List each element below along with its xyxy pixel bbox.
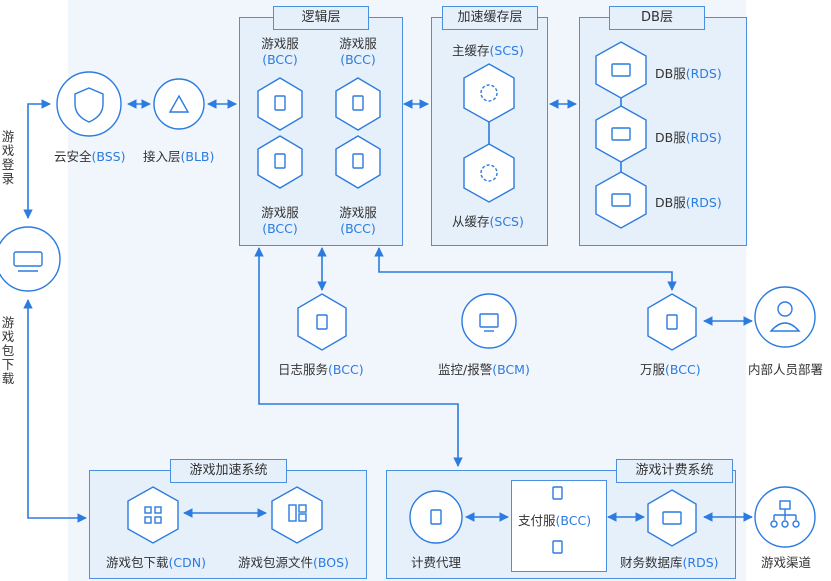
- accel-system-title: 游戏加速系统: [170, 459, 287, 483]
- monitor-label: 监控/报警(BCM): [438, 362, 530, 377]
- cache-slave-label: 从缓存(SCS): [452, 214, 524, 229]
- log-server-label: 日志服务(BCC): [278, 362, 364, 377]
- game-server-2-label: 游戏服(BCC): [339, 36, 377, 67]
- bss-label: 云安全(BSS): [54, 149, 126, 164]
- router-node: [0, 226, 61, 292]
- person-icon: [777, 301, 793, 317]
- wan-server-label: 万服(BCC): [640, 362, 701, 377]
- bos-label: 游戏包源文件(BOS): [238, 555, 349, 570]
- network-icon: [779, 500, 791, 510]
- blb-label: 接入层(BLB): [143, 149, 215, 164]
- cdn-label: 游戏包下载(CDN): [106, 555, 206, 570]
- download-side-label: 游戏包下载: [1, 315, 15, 386]
- finance-db-label: 财务数据库(RDS): [620, 555, 719, 570]
- router-icon: [13, 251, 43, 267]
- db-1-label: DB服(RDS): [655, 66, 722, 81]
- game-server-3-label: 游戏服(BCC): [261, 205, 299, 236]
- channel-label: 游戏渠道: [761, 555, 812, 570]
- staff-label: 内部人员部署: [748, 362, 824, 377]
- db-layer-title: DB层: [609, 6, 705, 30]
- billing-proxy-label: 计费代理: [411, 555, 462, 570]
- logic-layer-title: 逻辑层: [273, 6, 369, 30]
- db-3-label: DB服(RDS): [655, 195, 722, 210]
- cache-layer-title: 加速缓存层: [442, 6, 538, 30]
- edge-login-bss: [23, 99, 51, 219]
- game-server-4-label: 游戏服(BCC): [339, 205, 377, 236]
- pay-server-label: 支付服(BCC): [518, 513, 592, 528]
- login-side-label: 游戏登录: [1, 129, 15, 186]
- logic-layer-box: [239, 17, 403, 246]
- game-server-1-label: 游戏服(BCC): [261, 36, 299, 67]
- db-2-label: DB服(RDS): [655, 130, 722, 145]
- channel-node: [754, 486, 816, 548]
- cache-master-label: 主缓存(SCS): [452, 43, 524, 58]
- billing-system-title: 游戏计费系统: [616, 459, 733, 483]
- staff-node: [754, 286, 816, 348]
